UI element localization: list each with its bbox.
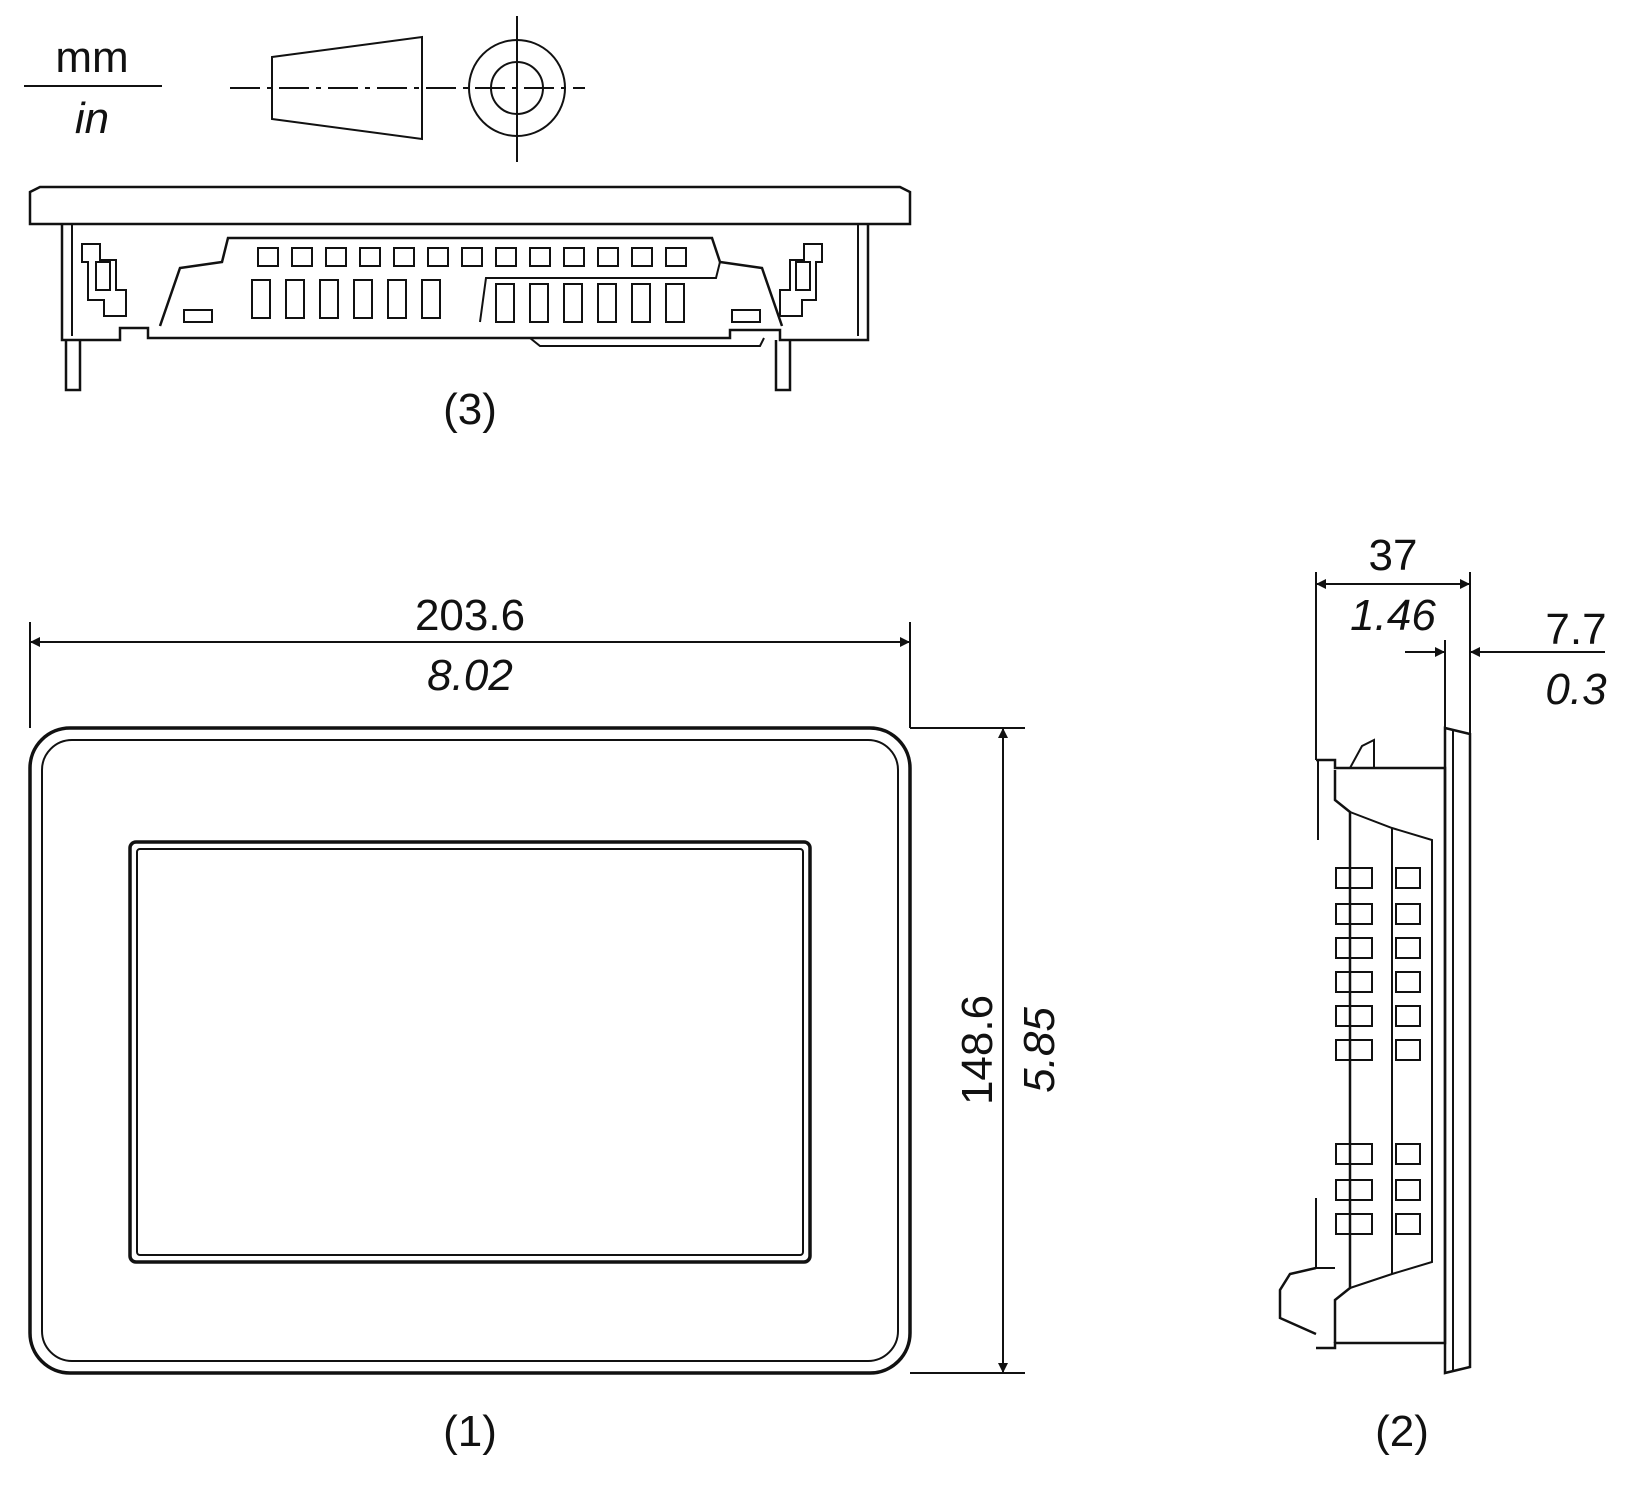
bottom-view-label: (3)	[443, 385, 497, 434]
vent-slot	[563, 283, 583, 323]
bottom-view-body	[60, 224, 870, 342]
connector-slot	[1395, 1213, 1421, 1235]
connector-slot	[1335, 1039, 1373, 1061]
bottom-view-vent-divider	[479, 261, 721, 323]
side-view-bottom-clip-inner	[1315, 1198, 1335, 1269]
vent-slot	[387, 279, 407, 319]
front-view-inner-frame	[41, 739, 899, 1362]
vent-slot	[495, 283, 515, 323]
bottom-view-left-clip	[81, 243, 127, 317]
units-legend: mm in	[24, 33, 162, 143]
connector-slot	[1335, 971, 1373, 993]
vent-slot	[529, 247, 551, 267]
depth-mm: 37	[1369, 531, 1418, 580]
connector-slot	[1335, 1143, 1373, 1165]
side-view-bottom-clip	[1278, 1266, 1317, 1336]
side-view-taper	[1349, 811, 1433, 1289]
vent-slot	[563, 247, 585, 267]
bottom-view-right-clip	[779, 243, 823, 317]
width-in: 8.02	[427, 651, 513, 700]
bezel-mm: 7.7	[1545, 605, 1606, 654]
bottom-view-lower-vent-slots	[251, 279, 685, 323]
bottom-view-left-tab	[183, 309, 213, 323]
front-view: (1)	[28, 726, 912, 1456]
vent-slot	[291, 247, 313, 267]
connector-slot	[1335, 1005, 1373, 1027]
depth-in: 1.46	[1350, 591, 1436, 640]
vent-slot	[631, 247, 653, 267]
connector-slot	[1335, 1213, 1373, 1235]
bezel-dimension: 7.7 0.3	[1405, 605, 1607, 728]
connector-slot	[1335, 903, 1373, 925]
connector-slot	[1395, 903, 1421, 925]
connector-slot	[1395, 1143, 1421, 1165]
vent-slot	[257, 247, 279, 267]
connector-slot	[1395, 937, 1421, 959]
width-dimension: 203.6 8.02	[29, 591, 911, 728]
connector-slot	[1335, 867, 1373, 889]
unit-mm-label: mm	[55, 33, 128, 82]
connector-slot	[1395, 867, 1421, 889]
front-view-outer-frame	[28, 726, 912, 1375]
connector-slot	[1395, 1179, 1421, 1201]
connector-slot	[1395, 1039, 1421, 1061]
side-view-connectors	[1335, 867, 1421, 1235]
vent-slot	[529, 283, 549, 323]
vent-slot	[597, 283, 617, 323]
vent-slot	[461, 247, 483, 267]
bottom-view-front-bezel	[28, 185, 912, 226]
side-view-top-clip	[1349, 738, 1375, 769]
bottom-view-base-step	[529, 337, 765, 347]
bezel-in: 0.3	[1545, 665, 1607, 714]
bottom-view: (3)	[28, 185, 912, 434]
connector-slot	[1395, 1005, 1421, 1027]
connector-slot	[1335, 937, 1373, 959]
height-dimension: 148.6 5.85	[910, 727, 1064, 1374]
bottom-view-vent-housing	[158, 236, 784, 327]
bottom-view-left-foot	[64, 340, 82, 392]
connector-slot	[1335, 1179, 1373, 1201]
side-view-label: (2)	[1375, 1407, 1429, 1456]
width-mm: 203.6	[415, 591, 525, 640]
vent-slot	[665, 283, 685, 323]
vent-slot	[495, 247, 517, 267]
front-view-label: (1)	[443, 1407, 497, 1456]
bottom-view-right-foot	[774, 340, 792, 392]
projection-cone	[271, 35, 423, 141]
bottom-view-right-tab	[731, 309, 761, 323]
vent-slot	[427, 247, 449, 267]
vent-slot	[319, 279, 339, 319]
side-view-housing	[1333, 770, 1352, 1343]
bottom-view-upper-vent-slots	[257, 247, 687, 267]
vent-slot	[421, 279, 441, 319]
depth-dimension: 37 1.46	[1315, 531, 1471, 760]
vent-slot	[285, 279, 305, 319]
side-view-bezel	[1443, 726, 1472, 1375]
side-view-body	[1316, 758, 1447, 1350]
vent-slot	[359, 247, 381, 267]
vent-slot	[597, 247, 619, 267]
vent-slot	[631, 283, 651, 323]
height-mm: 148.6	[953, 995, 1002, 1105]
unit-in-label: in	[75, 94, 109, 143]
vent-slot	[665, 247, 687, 267]
projection-symbol	[230, 16, 585, 162]
vent-slot	[393, 247, 415, 267]
vent-slot	[325, 247, 347, 267]
connector-slot	[1395, 971, 1421, 993]
vent-slot	[251, 279, 271, 319]
height-in: 5.85	[1015, 1007, 1064, 1093]
side-view: (2)	[1278, 726, 1472, 1456]
front-view-screen-inner	[136, 848, 804, 1256]
vent-slot	[353, 279, 373, 319]
front-view-screen-outer	[128, 840, 812, 1264]
